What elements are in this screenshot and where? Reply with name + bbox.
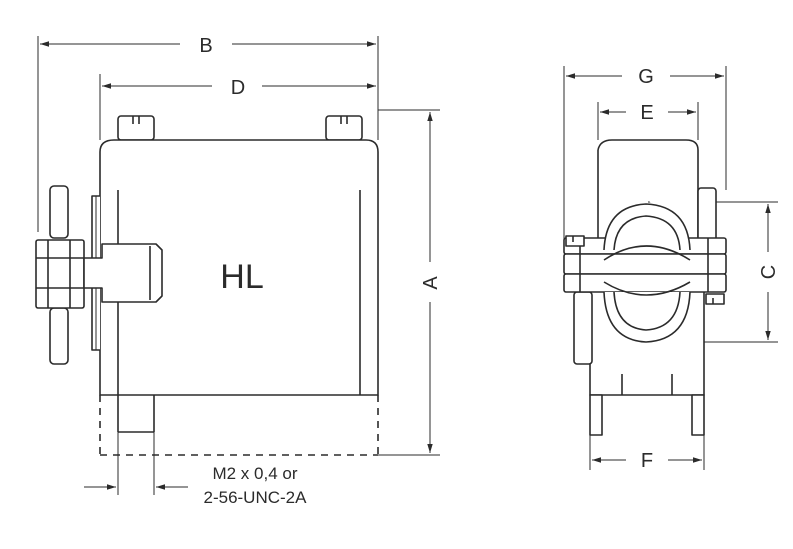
side-leg-left	[589, 394, 603, 436]
top-screw-right	[325, 115, 363, 141]
side-screw-lower	[573, 291, 593, 365]
dim-g-label: G	[638, 66, 654, 88]
lower-clamp-ring-outer	[603, 291, 691, 343]
thread-note-line1: M2 x 0,4 or	[212, 464, 297, 483]
model-label: HL	[220, 258, 263, 296]
side-leg-right	[691, 394, 705, 436]
dim-a-label: A	[420, 276, 442, 290]
side-view: G E C F	[563, 66, 780, 472]
upper-clamp-ring-outer	[603, 203, 691, 251]
dim-c-label: C	[758, 265, 780, 279]
dim-e-label: E	[640, 102, 653, 124]
lower-clamp-ring-inner	[613, 291, 681, 331]
side-screw-head-left	[565, 235, 585, 247]
dim-d-label: D	[231, 77, 245, 99]
front-view: B D A	[35, 35, 442, 507]
center-arc-top	[603, 245, 691, 261]
upper-clamp-ring-inner	[613, 215, 681, 251]
center-arc-bottom	[603, 281, 691, 296]
side-screw-head-right	[705, 293, 725, 305]
dim-b-label: B	[199, 35, 212, 57]
thread-note-line2: 2-56-UNC-2A	[204, 488, 308, 507]
front-body-outline	[99, 139, 379, 396]
top-screw-left	[117, 115, 155, 141]
dim-f-label: F	[641, 450, 653, 472]
side-clamp-bolt	[35, 185, 85, 365]
clamp-block	[83, 243, 163, 303]
